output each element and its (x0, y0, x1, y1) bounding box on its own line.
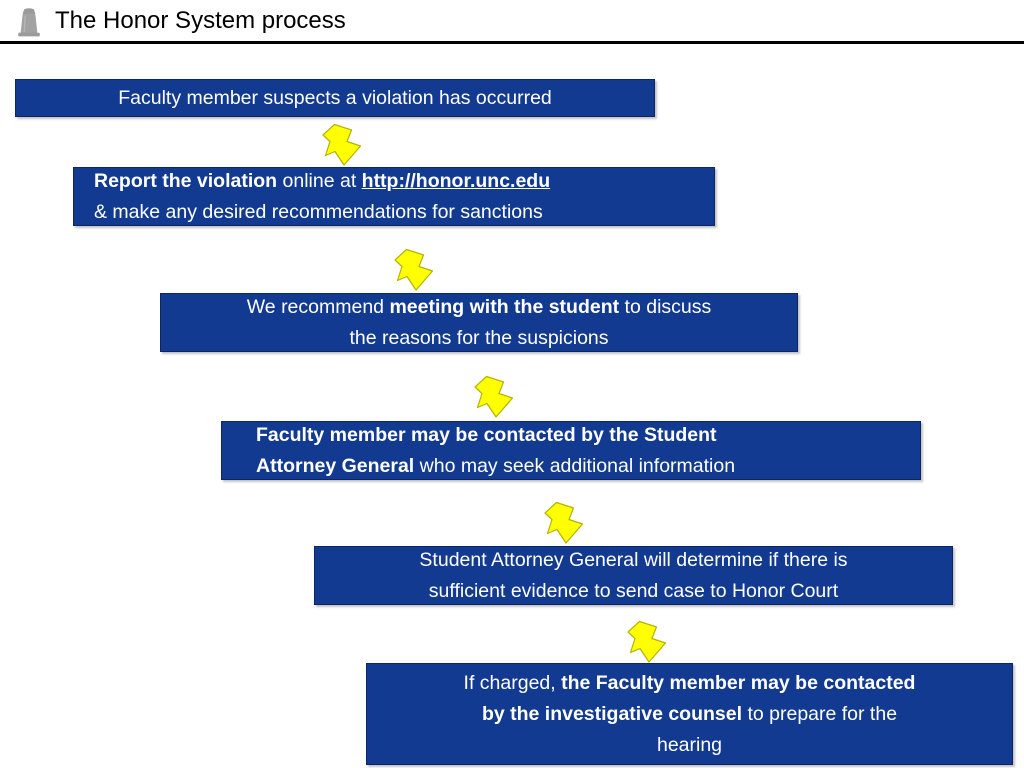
emphasis-text: Faculty member may be contacted by the S… (256, 423, 717, 446)
plain-text: to prepare for the (742, 702, 898, 725)
flow-step-text: We recommend meeting with the student to… (169, 292, 789, 354)
flow-step-faculty-suspects-violation[interactable]: Faculty member suspects a violation has … (15, 79, 655, 117)
down-arrow-icon (625, 619, 673, 665)
plain-text: who may seek additional information (414, 454, 736, 477)
plain-text: Student Attorney General will determine … (419, 548, 848, 571)
honor-system-url-link[interactable]: http://honor.unc.edu (361, 169, 551, 192)
emphasis-text: Attorney General (256, 454, 415, 477)
flow-step-recommend-meeting-with-student[interactable]: We recommend meeting with the student to… (160, 293, 798, 352)
plain-text: hearing (656, 733, 723, 756)
down-arrow-icon (542, 500, 590, 546)
down-arrow-icon (472, 374, 520, 420)
flow-step-text: Faculty member may be contacted by the S… (256, 420, 912, 482)
slide-header: The Honor System process (0, 0, 1024, 44)
plain-text: to discuss (619, 295, 712, 318)
plain-text: If charged, (463, 671, 562, 694)
plain-text: Faculty member suspects a violation has … (118, 86, 552, 109)
person-bust-icon (15, 7, 43, 37)
emphasis-text: by the investigative counsel (481, 702, 743, 725)
emphasis-text: meeting with the student (389, 295, 620, 318)
plain-text: sufficient evidence to send case to Hono… (428, 579, 839, 602)
flow-step-text: Student Attorney General will determine … (323, 545, 944, 607)
emphasis-text: Report the violation (94, 169, 278, 192)
page-title: The Honor System process (55, 7, 346, 34)
flow-step-text: If charged, the Faculty member may be co… (375, 668, 1004, 761)
flow-step-report-the-violation[interactable]: Report the violation online at http://ho… (73, 167, 715, 226)
plain-text: We recommend (246, 295, 390, 318)
flow-step-text: Report the violation online at http://ho… (94, 166, 706, 228)
emphasis-text: the Faculty member may be contacted (561, 671, 916, 694)
plain-text: online at (277, 169, 362, 192)
flow-step-sag-determines-sufficient-evidence[interactable]: Student Attorney General will determine … (314, 546, 953, 605)
flow-step-contacted-by-student-attorney-general[interactable]: Faculty member may be contacted by the S… (221, 421, 921, 480)
flow-step-text: Faculty member suspects a violation has … (24, 83, 646, 114)
header-divider (0, 41, 1024, 44)
plain-text: the reasons for the suspicions (349, 326, 609, 349)
plain-text: & make any desired recommendations for s… (94, 200, 543, 223)
flow-step-if-charged-investigative-counsel[interactable]: If charged, the Faculty member may be co… (366, 663, 1013, 765)
down-arrow-icon (320, 122, 368, 168)
down-arrow-icon (392, 247, 440, 293)
